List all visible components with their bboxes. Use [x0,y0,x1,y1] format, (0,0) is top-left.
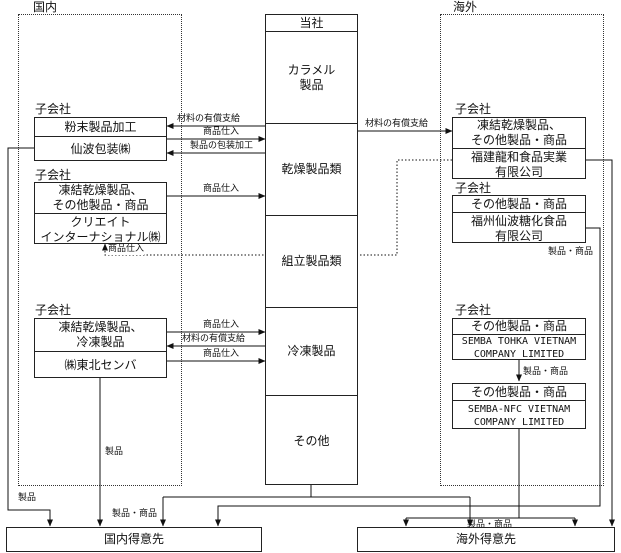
segment-dried: 乾燥製品類 [266,123,357,215]
subsidiary-name: 福建龍和食品実業 有限公司 [453,148,585,180]
domestic-customers-label: 国内得意先 [103,532,164,546]
subsidiary-label-d1: 子会社 [35,102,72,116]
subsidiary-label-o1: 子会社 [455,102,492,116]
subsidiary-products: 凍結乾燥製品、 その他製品・商品 [470,118,567,147]
domestic-customers-box: 国内得意先 [6,527,262,552]
overseas-subsidiary-tohka-vietnam: その他製品・商品 SEMBA TOHKA VIETNAM COMPANY LIM… [452,318,586,360]
segment-caramel: カラメル 製品 [266,31,357,123]
overseas-region [440,14,604,486]
subsidiary-products: その他製品・商品 [470,196,567,211]
label-products-goods-overseas: 製品・商品 [467,520,513,530]
arrow-fuzhou-to-domestic [215,227,601,527]
segment-assembled: 組立製品類 [266,215,357,307]
subsidiary-name: SEMBA-NFC VIETNAM COMPANY LIMITED [453,400,585,430]
overseas-subsidiary-fujian: 凍結乾燥製品、 その他製品・商品 福建龍和食品実業 有限公司 [452,117,586,179]
subsidiary-label-o2: 子会社 [455,181,492,195]
label-products-sembapack: 製品 [18,493,37,503]
company-title: 当社 [299,15,324,30]
domestic-subsidiary-sembapack: 粉末製品加工 仙波包装㈱ [34,117,167,161]
label-goods-purchase-4: 商品仕入 [203,349,240,359]
label-paid-materials-1: 材料の有償支給 [177,114,241,124]
label-products-goods-fuzhou: 製品・商品 [548,247,594,257]
domestic-subsidiary-create: 凍結乾燥製品、 その他製品・商品 クリエイト インターナショナル㈱ [34,182,167,244]
label-packaging: 製品の包装加工 [190,141,254,151]
domestic-subsidiary-tohoku: 凍結乾燥製品、 冷凍製品 ㈱東北センバ [34,318,167,378]
subsidiary-products: 凍結乾燥製品、 冷凍製品 [58,320,143,349]
subsidiary-label-d3: 子会社 [35,303,72,317]
label-paid-materials-overseas: 材料の有償支給 [365,119,429,129]
subsidiary-name: SEMBA TOHKA VIETNAM COMPANY LIMITED [453,334,585,361]
segment-frozen: 冷凍製品 [266,307,357,395]
arrow-fujian-to-overseas [586,159,615,527]
domestic-region-label: 国内 [33,0,58,14]
subsidiary-products: 粉末製品加工 [64,119,137,134]
label-goods-purchase-2: 商品仕入 [203,184,240,194]
overseas-region-label: 海外 [453,0,478,14]
subsidiary-products: 凍結乾燥製品、 その他製品・商品 [52,183,149,212]
label-products-goods-vietnam: 製品・商品 [523,367,569,377]
label-products-tohoku: 製品 [105,447,124,457]
arrow-product-sembapack [7,147,53,527]
subsidiary-label-o3: 子会社 [455,303,492,317]
dotted-goods-route [102,159,452,256]
subsidiary-products: その他製品・商品 [470,319,567,333]
company-box: 当社 カラメル 製品 乾燥製品類 組立製品類 冷凍製品 その他 [265,14,358,485]
subsidiary-name: 福州仙波糖化食品 有限公司 [453,212,585,244]
label-goods-purchase-dotted: 商品仕入 [108,244,145,255]
label-goods-purchase-1: 商品仕入 [203,127,240,137]
overseas-subsidiary-nfc-vietnam: その他製品・商品 SEMBA-NFC VIETNAM COMPANY LIMIT… [452,383,586,429]
overseas-customers-box: 海外得意先 [357,527,615,552]
label-paid-materials-2: 材料の有償支給 [182,334,246,344]
subsidiary-name: 仙波包装㈱ [35,136,166,162]
label-products-goods-company: 製品・商品 [112,509,158,519]
subsidiary-name: クリエイト インターナショナル㈱ [35,213,166,245]
label-goods-purchase-3: 商品仕入 [203,320,240,330]
subsidiary-name: ㈱東北センバ [35,351,166,379]
subsidiary-label-d2: 子会社 [35,168,72,182]
segment-other: その他 [266,395,357,486]
overseas-customers-label: 海外得意先 [455,532,516,546]
subsidiary-products: その他製品・商品 [470,384,567,399]
overseas-subsidiary-fuzhou: その他製品・商品 福州仙波糖化食品 有限公司 [452,195,586,243]
